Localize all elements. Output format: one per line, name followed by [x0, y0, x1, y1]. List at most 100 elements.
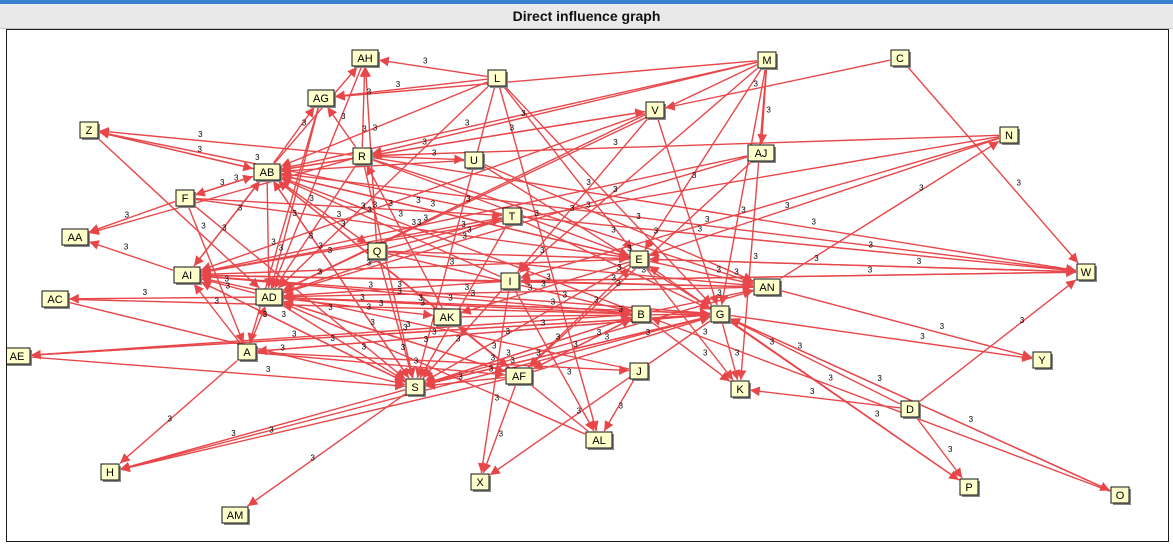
node-d[interactable]: D — [900, 400, 921, 419]
node-y[interactable]: Y — [1032, 351, 1053, 370]
node-t[interactable]: T — [502, 207, 523, 226]
node-box — [433, 308, 461, 326]
node-w[interactable]: W — [1076, 263, 1097, 282]
node-p[interactable]: P — [959, 478, 980, 497]
node-x[interactable]: X — [470, 473, 491, 492]
node-box — [757, 51, 777, 69]
node-e[interactable]: E — [629, 250, 650, 269]
node-label: O — [1116, 490, 1125, 502]
edge-n-to-e — [648, 137, 1000, 258]
node-label: S — [411, 382, 418, 394]
node-al[interactable]: AL — [585, 431, 614, 450]
edge-weight-label: 3 — [226, 281, 231, 290]
edge-t-to-ad — [282, 218, 503, 294]
edge-weight-label: 3 — [318, 242, 323, 251]
node-label: E — [635, 254, 642, 266]
edge-t-to-w — [521, 216, 1077, 275]
node-u[interactable]: U — [464, 151, 485, 170]
edge-weight-label: 3 — [785, 201, 790, 210]
edge-weight-label: 3 — [586, 201, 591, 210]
node-i[interactable]: I — [500, 272, 521, 291]
node-n[interactable]: N — [999, 126, 1020, 145]
node-v[interactable]: V — [645, 101, 666, 120]
node-box — [7, 347, 31, 365]
node-a[interactable]: A — [237, 343, 258, 362]
edge-e-to-an — [648, 260, 754, 287]
edge-weight-label: 3 — [125, 210, 130, 219]
node-ah[interactable]: AH — [351, 49, 380, 68]
node-box — [645, 101, 665, 119]
edge-af-to-x — [482, 384, 517, 474]
node-k[interactable]: K — [730, 380, 751, 399]
node-box — [237, 343, 257, 361]
node-g[interactable]: G — [710, 305, 731, 324]
node-o[interactable]: O — [1110, 486, 1131, 505]
node-r[interactable]: R — [352, 147, 373, 166]
node-ae[interactable]: AE — [7, 347, 32, 366]
node-l[interactable]: L — [487, 69, 508, 88]
node-s[interactable]: S — [405, 378, 426, 397]
node-ak[interactable]: AK — [433, 308, 462, 327]
node-am[interactable]: AM — [221, 506, 250, 525]
edge-n-to-ai — [200, 136, 1000, 276]
edge-t-to-s — [419, 224, 508, 379]
node-aa[interactable]: AA — [61, 228, 90, 247]
edge-weight-label: 3 — [875, 410, 880, 419]
edge-weight-label: 3 — [406, 320, 411, 329]
edge-j-to-al — [603, 379, 635, 432]
node-f[interactable]: F — [175, 189, 196, 208]
node-label: Q — [373, 246, 382, 258]
edge-weight-label: 3 — [735, 348, 740, 357]
edge-weight-label: 3 — [491, 354, 496, 363]
edge-an-to-i — [519, 276, 754, 288]
node-label: W — [1081, 267, 1092, 279]
node-label: C — [896, 53, 904, 65]
edge-weight-label: 3 — [814, 254, 819, 263]
edge-ad-to-ac — [68, 293, 256, 304]
edge-ad-to-s — [282, 305, 406, 382]
edge-weight-label: 3 — [868, 240, 873, 249]
node-box — [585, 431, 613, 449]
node-box — [405, 378, 425, 396]
node-label: AJ — [755, 148, 768, 160]
node-label: AG — [313, 93, 329, 105]
edge-p-to-e — [648, 265, 960, 481]
node-q[interactable]: Q — [367, 242, 388, 261]
edge-i-to-ad — [282, 280, 501, 301]
node-c[interactable]: C — [890, 49, 911, 68]
edge-weight-label: 3 — [467, 225, 472, 234]
edge-f-to-t — [194, 197, 503, 220]
edge-af-to-g — [532, 315, 711, 373]
edge-weight-label: 3 — [269, 425, 274, 434]
edge-weight-label: 3 — [418, 294, 423, 303]
node-box — [753, 278, 781, 296]
edge-e-to-ab — [280, 172, 630, 258]
edge-z-to-ad — [98, 138, 260, 289]
edge-v-to-i — [517, 118, 648, 273]
edge-weight-label: 3 — [753, 252, 758, 261]
node-label: K — [736, 384, 744, 396]
edge-af-to-h — [119, 378, 506, 473]
node-aj[interactable]: AJ — [747, 144, 776, 163]
node-ag[interactable]: AG — [307, 89, 336, 108]
node-j[interactable]: J — [629, 362, 650, 381]
node-ai[interactable]: AI — [173, 266, 202, 285]
node-af[interactable]: AF — [505, 367, 534, 386]
node-ac[interactable]: AC — [41, 290, 70, 309]
edge-i-to-ab — [280, 177, 501, 278]
edge-weight-label: 3 — [698, 224, 703, 233]
node-b[interactable]: B — [631, 305, 652, 324]
node-ab[interactable]: AB — [253, 163, 282, 182]
node-ad[interactable]: AD — [255, 288, 284, 307]
edge-g-to-s — [424, 315, 711, 388]
node-label: L — [494, 73, 500, 85]
node-label: Z — [86, 125, 93, 137]
node-z[interactable]: Z — [79, 121, 100, 140]
node-label: Y — [1038, 355, 1046, 367]
edge-s-to-ai — [200, 281, 406, 383]
edge-weight-label: 3 — [506, 348, 511, 357]
node-h[interactable]: H — [100, 463, 121, 482]
node-m[interactable]: M — [757, 51, 778, 70]
node-an[interactable]: AN — [753, 278, 782, 297]
